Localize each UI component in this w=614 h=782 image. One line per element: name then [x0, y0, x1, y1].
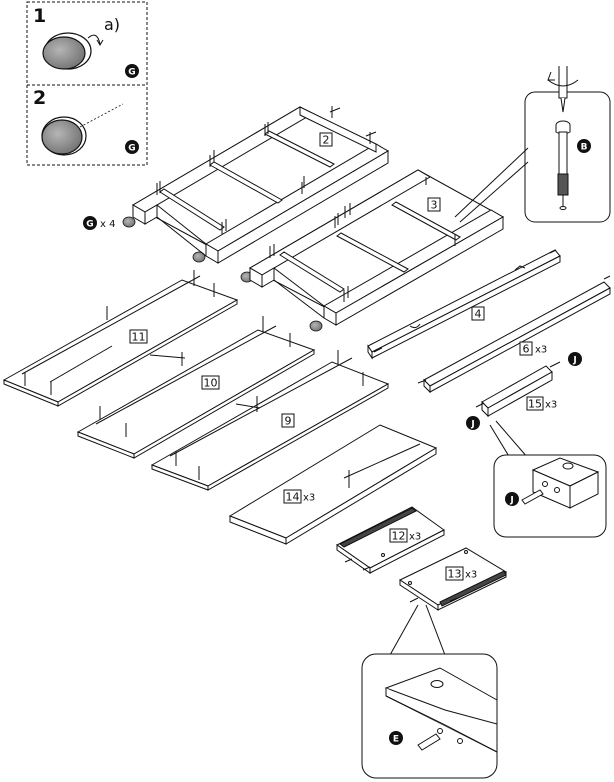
- screwdriver-icon: [547, 66, 579, 113]
- svg-text:11: 11: [132, 331, 146, 344]
- svg-text:14: 14: [286, 491, 300, 504]
- svg-text:6: 6: [523, 343, 530, 356]
- glide-foot-icon: [192, 251, 206, 263]
- step-2-number: 2: [33, 87, 46, 109]
- part-3-frame: [248, 169, 505, 326]
- part-6-rail: [417, 275, 611, 394]
- glide-foot-icon: [42, 32, 92, 70]
- step-1-sub: a): [104, 15, 120, 34]
- svg-text:J: J: [572, 356, 576, 366]
- part-g-badge: [125, 64, 139, 78]
- part-9-label: 9: [281, 413, 295, 428]
- part-2-frame: [131, 106, 390, 264]
- step-1: 1 a) G: [33, 5, 139, 78]
- glide-qty-text: x 4: [100, 219, 115, 230]
- svg-text:J: J: [470, 420, 474, 430]
- part-b-badge: [577, 139, 591, 153]
- svg-text:x3: x3: [465, 570, 477, 581]
- part-15-label: 15 x3: [526, 396, 557, 411]
- dowel-icon: [417, 733, 441, 751]
- part-j-badge: J: [568, 352, 582, 366]
- svg-text:G: G: [86, 220, 93, 230]
- dowel-j-detail: J: [489, 420, 607, 538]
- part-4-rail: [367, 249, 561, 360]
- part-j-badge: J: [466, 416, 480, 430]
- part-6-label: 6 x3: [519, 341, 547, 356]
- glide-foot-icon: [309, 320, 323, 332]
- part-13-label: 13 x3: [445, 566, 477, 581]
- svg-text:3: 3: [431, 199, 438, 212]
- part-11-label: 11: [129, 329, 148, 344]
- cam-bolt-icon: [555, 120, 571, 210]
- svg-text:B: B: [581, 143, 588, 153]
- svg-text:2: 2: [323, 134, 330, 147]
- dowel-e-detail: E: [361, 604, 498, 779]
- svg-text:10: 10: [204, 377, 218, 390]
- svg-text:x3: x3: [303, 493, 315, 504]
- part-g-badge-label: G: [128, 68, 135, 78]
- step-1-number: 1: [33, 5, 46, 27]
- svg-text:x3: x3: [545, 400, 557, 411]
- glide-foot-icon: [122, 216, 136, 228]
- step-panel: [26, 1, 148, 166]
- part-15-block: [475, 361, 561, 418]
- svg-text:4: 4: [475, 308, 482, 321]
- part-4-label: 4: [471, 306, 485, 321]
- svg-text:J: J: [509, 496, 513, 506]
- rotate-arrow-icon: [87, 34, 101, 45]
- part-2-label: 2: [319, 132, 333, 147]
- step-2: 2 G: [33, 87, 139, 156]
- glide-quantity: G x 4: [83, 216, 115, 230]
- svg-text:x3: x3: [535, 345, 547, 356]
- part-14-label: 14 x3: [283, 489, 315, 504]
- svg-text:x3: x3: [409, 532, 421, 543]
- part-9-panel: [150, 350, 390, 491]
- cam-bolt-detail: B: [454, 66, 611, 223]
- svg-text:E: E: [393, 735, 399, 745]
- part-12-label: 12 x3: [389, 528, 421, 543]
- part-g-badge: [125, 140, 139, 154]
- part-11-panel: [2, 270, 239, 407]
- part-10-panel: [76, 316, 316, 459]
- part-14-panel: [228, 424, 438, 545]
- svg-text:12: 12: [392, 530, 406, 543]
- svg-text:9: 9: [285, 415, 292, 428]
- svg-text:13: 13: [448, 568, 462, 581]
- part-g-badge-label: G: [128, 144, 135, 154]
- glide-foot-icon: [41, 116, 87, 156]
- part-10-label: 10: [201, 375, 220, 390]
- svg-text:15: 15: [528, 398, 542, 411]
- dowel-icon: [521, 489, 544, 505]
- part-3-label: 3: [427, 197, 441, 212]
